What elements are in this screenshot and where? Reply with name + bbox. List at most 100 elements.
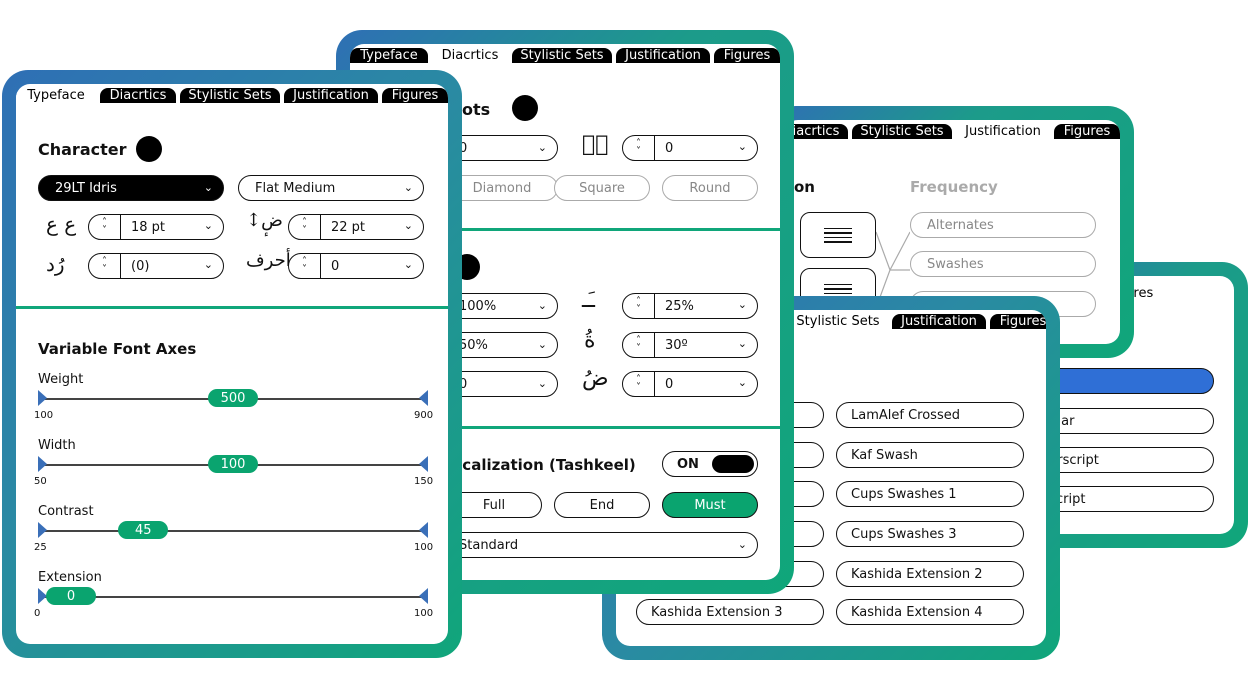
ss-kashida-extension-2[interactable]: Kashida Extension 2 (836, 561, 1024, 587)
typeface-panel-frame: Typeface Diacrtics Stylistic Sets Justif… (2, 70, 462, 658)
updown-icon[interactable]: ˄˅ (289, 215, 321, 239)
tab-diacritics[interactable]: Diacrtics (432, 48, 508, 63)
tab-justification[interactable]: Justification (892, 314, 986, 329)
figures-option-tabular[interactable]: bular (1034, 408, 1214, 434)
axis-thumb[interactable]: 100 (208, 455, 258, 473)
justify-align-button[interactable] (800, 212, 876, 258)
freq-alternates[interactable]: Alternates (910, 212, 1096, 238)
updown-icon[interactable]: ˄˅ (623, 333, 655, 357)
freq-alternates-label: Alternates (927, 217, 994, 233)
word-spacing-stepper[interactable]: ˄˅0⌄ (288, 253, 424, 279)
font-style-value: Flat Medium (255, 180, 336, 196)
dots-color-swatch[interactable] (512, 95, 538, 121)
figures-option-subscript[interactable]: bscript (1034, 486, 1214, 512)
tab-stylistic-sets[interactable]: Stylistic Sets (512, 48, 612, 63)
tab-typeface[interactable]: Typeface (16, 88, 96, 103)
dots-select-left[interactable]: 0⌄ (446, 135, 558, 161)
chevron-down-icon: ⌄ (403, 258, 413, 271)
axis-thumb[interactable]: 0 (46, 587, 96, 605)
tracking-icon: رُد (46, 252, 65, 276)
frequency-heading: Frequency (910, 178, 998, 196)
ss-lamalef-crossed[interactable]: LamAlef Crossed (836, 402, 1024, 428)
axis-max-label: 900 (414, 410, 434, 421)
ss-cups-swashes-1[interactable]: Cups Swashes 1 (836, 481, 1024, 507)
tab-stylistic-sets[interactable]: Stylistic Sets (788, 314, 888, 329)
updown-icon[interactable]: ˄˅ (89, 215, 121, 239)
freq-swashes[interactable]: Swashes (910, 251, 1096, 277)
dots-stepper[interactable]: ˄˅0⌄ (622, 135, 758, 161)
ss-label: Kashida Extension 2 (851, 566, 983, 582)
axis-thumb[interactable]: 500 (208, 389, 258, 407)
chevron-down-icon: ⌄ (537, 141, 547, 154)
ss-kashida-extension-4[interactable]: Kashida Extension 4 (836, 599, 1024, 625)
chevron-down-icon: ⌄ (403, 181, 413, 194)
dots-heading: ots (462, 100, 491, 119)
vocalization-heading: ocalization (Tashkeel) (452, 456, 636, 474)
axis-track[interactable] (38, 530, 428, 532)
vocal-label: Must (694, 497, 726, 513)
tashkeel-toggle[interactable]: ON (662, 451, 758, 477)
vocal-standard-select[interactable]: Standard⌄ (446, 532, 758, 558)
axis-min-marker-icon (38, 456, 47, 472)
leading-value: 22 pt (331, 219, 366, 235)
tab-justification[interactable]: Justification (616, 48, 710, 63)
vocal-must-button[interactable]: Must (662, 492, 758, 518)
leading-glyph: ضٕ (261, 210, 283, 231)
connector-lines (876, 231, 910, 309)
tab-justification[interactable]: Justification (284, 88, 378, 103)
font-style-select[interactable]: Flat Medium ⌄ (238, 175, 424, 201)
axis-track[interactable] (38, 596, 428, 598)
tab-stylistic-sets[interactable]: Stylistic Sets (852, 124, 952, 139)
shape-diamond-button[interactable]: Diamond (446, 175, 558, 201)
updown-icon[interactable]: ˄˅ (623, 136, 655, 160)
shape-round-button[interactable]: Round (662, 175, 758, 201)
marks-select-1[interactable]: 100%⌄ (446, 293, 558, 319)
marks-select-2[interactable]: 50%⌄ (446, 332, 558, 358)
ss-kaf-swash[interactable]: Kaf Swash (836, 442, 1024, 468)
ss-cups-swashes-3[interactable]: Cups Swashes 3 (836, 521, 1024, 547)
marks-select-3[interactable]: 0⌄ (446, 371, 558, 397)
vocal-full-button[interactable]: Full (446, 492, 542, 518)
tab-figures[interactable]: Figures (1054, 124, 1120, 139)
axis-max-marker-icon (419, 456, 428, 472)
tab-justification[interactable]: Justification (956, 124, 1050, 139)
tab-figures[interactable]: Figures (990, 314, 1046, 329)
chevron-down-icon: ⌄ (737, 140, 747, 153)
chevron-down-icon: ⌄ (203, 219, 213, 232)
tracking-value: (0) (131, 258, 150, 274)
updown-icon[interactable]: ˄˅ (623, 372, 655, 396)
font-family-select[interactable]: 29LT Idris⌄ (38, 175, 224, 201)
updown-icon[interactable]: ˄˅ (623, 294, 655, 318)
figures-option-lining[interactable]: ing (1034, 368, 1214, 394)
leading-stepper[interactable]: ˄˅22 pt⌄ (288, 214, 424, 240)
ss-label: Kashida Extension 4 (851, 604, 983, 620)
tab-diacritics[interactable]: Diacrtics (100, 88, 176, 103)
vocal-end-button[interactable]: End (554, 492, 650, 518)
section-divider (16, 306, 448, 309)
axis-min-label: 50 (34, 476, 47, 487)
figures-option-superscript[interactable]: perscript (1034, 447, 1214, 473)
tab-figures[interactable]: Figures (382, 88, 448, 103)
tab-stylistic-sets[interactable]: Stylistic Sets (180, 88, 280, 103)
updown-icon[interactable]: ˄˅ (289, 254, 321, 278)
tab-typeface[interactable]: Typeface (350, 48, 428, 63)
freq-swashes-label: Swashes (927, 256, 984, 272)
shape-label: Diamond (472, 180, 532, 196)
chevron-down-icon: ⌄ (203, 181, 213, 194)
axis-thumb[interactable]: 45 (118, 521, 169, 539)
updown-icon[interactable]: ˄˅ (89, 254, 121, 278)
ss-kashida-extension-3[interactable]: Kashida Extension 3 (636, 599, 824, 625)
typeface-panel: Typeface Diacrtics Stylistic Sets Justif… (16, 84, 448, 644)
standard-value: Standard (459, 537, 519, 553)
tracking-stepper[interactable]: ˄˅(0)⌄ (88, 253, 224, 279)
tab-figures[interactable]: Figures (714, 48, 780, 63)
font-size-stepper[interactable]: ˄˅18 pt⌄ (88, 214, 224, 240)
axis-min-label: 100 (34, 410, 54, 421)
marks-stepper-1[interactable]: ˄˅25%⌄ (622, 293, 758, 319)
shape-square-button[interactable]: Square (554, 175, 650, 201)
tab-diacritics-partial[interactable]: iacrtics (784, 124, 848, 139)
marks-stepper-2[interactable]: ˄˅30º⌄ (622, 332, 758, 358)
marks-stepper-3[interactable]: ˄˅0⌄ (622, 371, 758, 397)
character-color-swatch[interactable] (136, 136, 162, 162)
marks-select-value: 100% (459, 298, 497, 314)
